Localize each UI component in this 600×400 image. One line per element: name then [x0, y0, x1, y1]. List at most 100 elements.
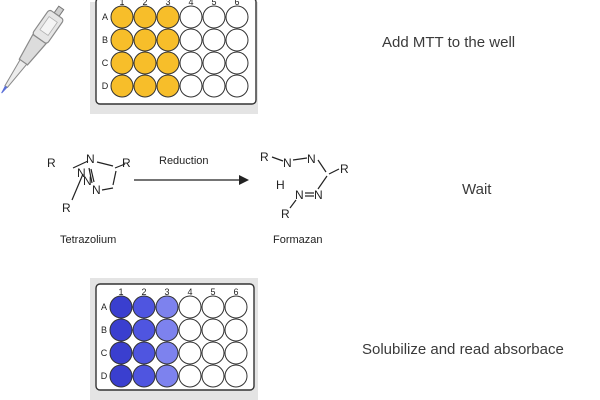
atom-r: R	[260, 150, 269, 164]
atom-r: R	[122, 156, 131, 170]
well	[155, 341, 179, 365]
well	[156, 28, 180, 52]
well	[110, 28, 134, 52]
row-label: B	[101, 325, 107, 335]
well	[224, 341, 248, 365]
well	[109, 341, 133, 365]
well	[224, 295, 248, 319]
well	[202, 51, 226, 75]
row-labels: A B C D	[102, 12, 109, 91]
well	[178, 364, 202, 388]
column-label: 3	[164, 287, 169, 297]
column-label: 2	[141, 287, 146, 297]
atom-n: N	[83, 174, 92, 188]
well	[132, 318, 156, 342]
well	[110, 5, 134, 29]
well	[156, 74, 180, 98]
step-1-label: Add MTT to the well	[382, 34, 516, 51]
row-label: D	[102, 81, 109, 91]
atom-n: N	[77, 166, 86, 180]
well	[224, 318, 248, 342]
well	[155, 295, 179, 319]
well	[155, 364, 179, 388]
well	[178, 341, 202, 365]
wells	[110, 5, 249, 98]
step-3-label: Solubilize and read absorbace	[362, 341, 564, 358]
well	[178, 295, 202, 319]
well	[224, 364, 248, 388]
well	[225, 28, 249, 52]
wells	[109, 295, 248, 388]
well	[133, 51, 157, 75]
column-label: 5	[210, 287, 215, 297]
atom-n: N	[314, 188, 323, 202]
atom-r: R	[281, 207, 290, 221]
column-label: 1	[119, 0, 124, 7]
well	[155, 318, 179, 342]
atom-n: N	[295, 188, 304, 202]
well-plate-purple: 1 2 3 4 5 6 A B C D	[90, 278, 258, 400]
well	[202, 5, 226, 29]
well	[201, 295, 225, 319]
column-labels: 1 2 3 4 5 6	[118, 287, 238, 297]
arrow-label: Reduction	[159, 155, 209, 167]
well	[156, 51, 180, 75]
well	[156, 5, 180, 29]
well	[179, 5, 203, 29]
atom-r: R	[62, 201, 71, 215]
well	[201, 341, 225, 365]
column-label: 4	[187, 287, 192, 297]
well	[109, 295, 133, 319]
atom-r: R	[47, 156, 56, 170]
well	[179, 74, 203, 98]
well	[132, 295, 156, 319]
pipette-icon	[1, 5, 65, 94]
well	[201, 318, 225, 342]
well	[110, 51, 134, 75]
well	[133, 74, 157, 98]
reactant-name: Tetrazolium	[60, 234, 116, 246]
well	[225, 5, 249, 29]
well	[201, 364, 225, 388]
column-label: 6	[234, 0, 239, 7]
atom-r: R	[340, 162, 349, 176]
product-name: Formazan	[273, 234, 323, 246]
column-label: 3	[165, 0, 170, 7]
atom-n: N	[283, 156, 292, 170]
row-label: A	[101, 302, 107, 312]
well	[110, 74, 134, 98]
well	[202, 28, 226, 52]
column-label: 2	[142, 0, 147, 7]
well	[133, 28, 157, 52]
well	[109, 364, 133, 388]
row-label: D	[101, 371, 108, 381]
row-labels: A B C D	[101, 302, 108, 381]
column-label: 1	[118, 287, 123, 297]
well	[225, 74, 249, 98]
row-label: C	[102, 58, 109, 68]
column-label: 5	[211, 0, 216, 7]
well	[202, 74, 226, 98]
row-label: B	[102, 35, 108, 45]
step-2-label: Wait	[462, 181, 492, 198]
atom-n: N	[86, 152, 95, 166]
well	[132, 341, 156, 365]
well	[132, 364, 156, 388]
well	[133, 5, 157, 29]
formazan-structure: R N N H N N R R Formazan	[260, 150, 349, 246]
reaction-arrow-icon: Reduction	[134, 155, 249, 185]
row-label: C	[101, 348, 108, 358]
well	[179, 51, 203, 75]
well	[225, 51, 249, 75]
tetrazolium-structure: R N N N N R R Tetrazolium	[47, 152, 131, 246]
well	[178, 318, 202, 342]
atom-n: N	[92, 183, 101, 197]
atom-n: N	[307, 152, 316, 166]
row-label: A	[102, 12, 108, 22]
well	[179, 28, 203, 52]
column-label: 6	[233, 287, 238, 297]
well	[109, 318, 133, 342]
